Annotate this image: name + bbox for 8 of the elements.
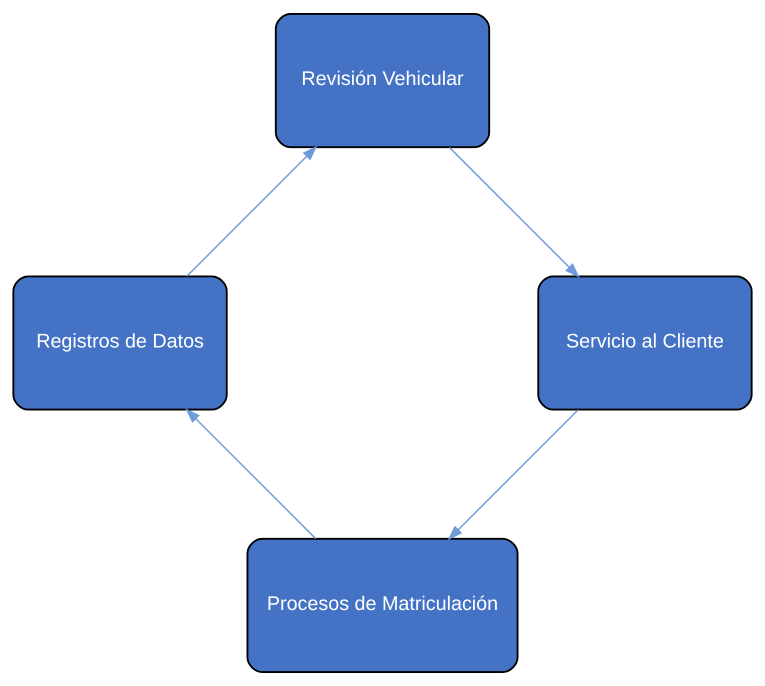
node-box: Revisión Vehicular — [274, 13, 490, 148]
arrow — [185, 408, 316, 540]
arrow — [448, 409, 579, 540]
arrow — [448, 146, 580, 278]
node-box: Servicio al Cliente — [537, 275, 753, 411]
arrow — [186, 146, 318, 277]
node-box: Procesos de Matriculación — [246, 538, 518, 673]
node-box: Registros de Datos — [12, 275, 228, 411]
